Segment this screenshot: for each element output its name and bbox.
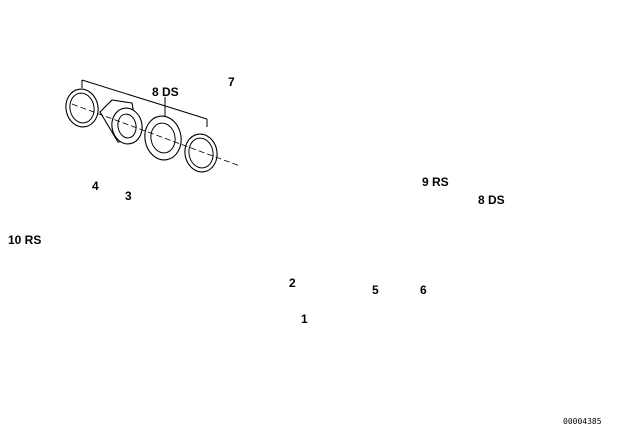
document-id: 00004385 [563,417,602,426]
callout-3: 3 [125,189,132,203]
callout-9-rs: 9 RS [422,175,449,189]
callout-7: 7 [228,75,235,89]
piston-seal-kit-left [65,79,241,173]
callout-4: 4 [92,179,99,193]
callout-10-rs: 10 RS [8,233,42,247]
callout-5: 5 [372,283,379,297]
callout-8-ds-left: 8 DS [152,85,179,99]
callout-8-ds-right: 8 DS [478,193,505,207]
callout-1: 1 [301,312,308,326]
callout-2: 2 [289,276,296,290]
callout-6: 6 [420,283,427,297]
